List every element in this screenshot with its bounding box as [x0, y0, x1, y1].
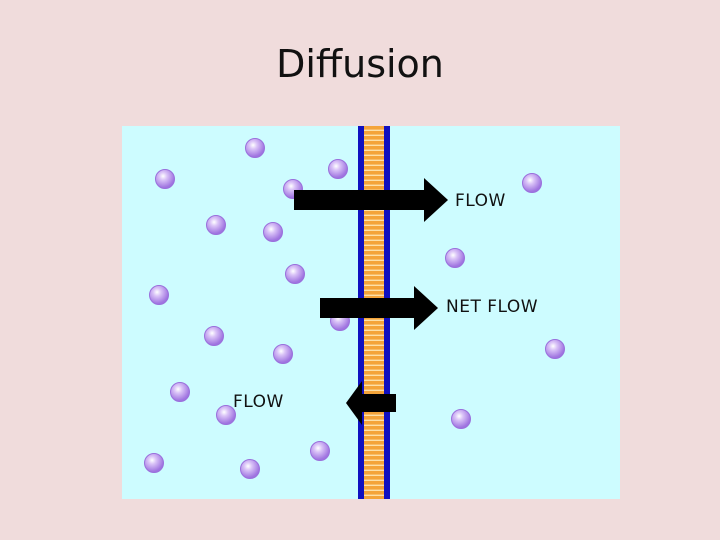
- flow-right-label: FLOW: [455, 191, 506, 211]
- particle: [273, 344, 293, 364]
- net-flow-label: NET FLOW: [446, 297, 539, 317]
- particle: [204, 326, 224, 346]
- particle: [144, 453, 164, 473]
- flow-left-label: FLOW: [233, 392, 284, 412]
- particle: [240, 459, 260, 479]
- flow-right-arrow: [294, 178, 448, 222]
- diffusion-diagram: [144, 126, 565, 499]
- particle: [263, 222, 283, 242]
- particle: [206, 215, 226, 235]
- particle: [545, 339, 565, 359]
- particle: [245, 138, 265, 158]
- particle: [216, 405, 236, 425]
- diffusion-panel: FLOW NET FLOW FLOW: [122, 126, 620, 499]
- particle: [285, 264, 305, 284]
- net-flow-arrow: [320, 286, 438, 330]
- particle: [451, 409, 471, 429]
- particle: [170, 382, 190, 402]
- flow-left-arrow: [346, 381, 396, 425]
- particle: [522, 173, 542, 193]
- slide-title: Diffusion: [276, 42, 444, 86]
- particle: [328, 159, 348, 179]
- particle: [155, 169, 175, 189]
- particles: [144, 138, 565, 479]
- particle: [149, 285, 169, 305]
- particle: [310, 441, 330, 461]
- particle: [445, 248, 465, 268]
